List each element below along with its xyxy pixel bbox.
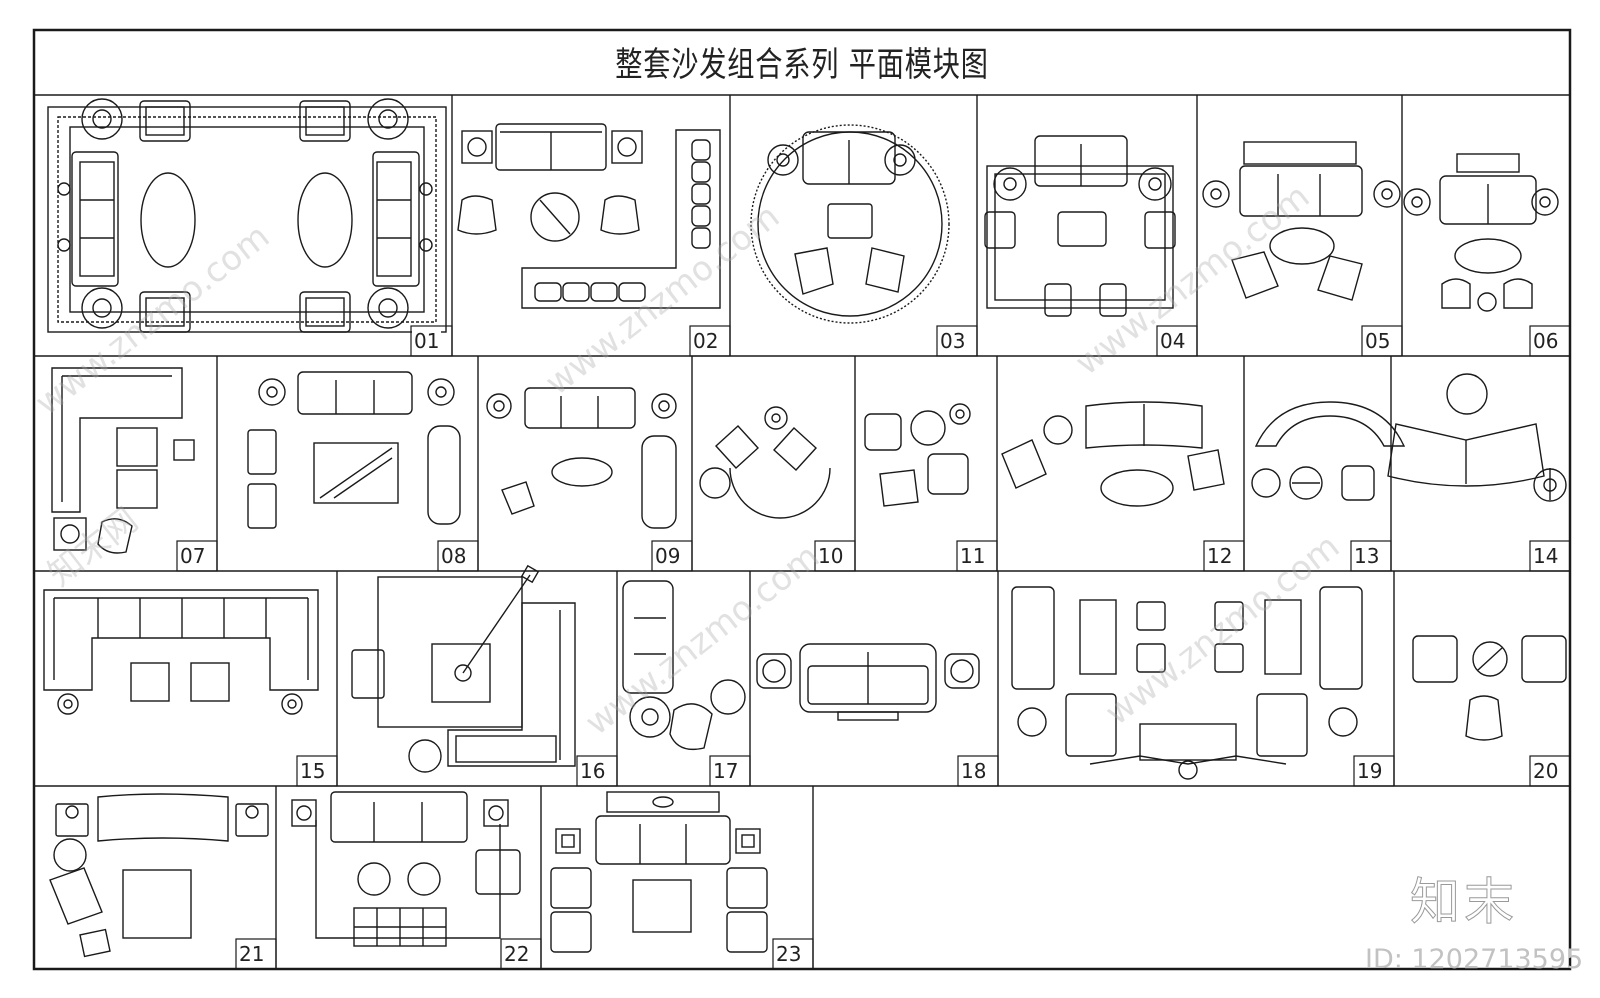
sofa-set-23 bbox=[550, 791, 768, 953]
sofa-set-06 bbox=[1403, 153, 1559, 312]
cell-number: 01 bbox=[412, 329, 442, 353]
sofa-set-22 bbox=[291, 791, 521, 947]
sofa-set-04 bbox=[984, 135, 1176, 317]
sofa-set-11 bbox=[864, 403, 971, 507]
sofa-set-09 bbox=[486, 387, 677, 529]
sofa-set-10 bbox=[699, 406, 831, 519]
cell-number: 08 bbox=[439, 544, 469, 568]
cell-number: 13 bbox=[1352, 544, 1382, 568]
sofa-set-07 bbox=[51, 367, 195, 554]
sofa-set-12 bbox=[1001, 401, 1225, 507]
sofa-set-21 bbox=[49, 793, 269, 958]
sofa-set-05 bbox=[1202, 141, 1401, 301]
cell-number: 18 bbox=[959, 759, 989, 783]
cell-number: 21 bbox=[237, 942, 267, 966]
cell-number: 11 bbox=[958, 544, 988, 568]
cell-number: 15 bbox=[298, 759, 328, 783]
watermark-brand: 知末 bbox=[1410, 873, 1518, 932]
page-title: 整套沙发组合系列 平面模块图 bbox=[615, 44, 989, 85]
sofa-set-20 bbox=[1412, 635, 1567, 741]
sofa-set-18 bbox=[756, 643, 980, 721]
sofa-set-08 bbox=[247, 371, 461, 529]
cell-number: 17 bbox=[711, 759, 741, 783]
sofa-set-17 bbox=[622, 580, 746, 751]
cell-number: 14 bbox=[1531, 544, 1561, 568]
cell-number: 16 bbox=[578, 759, 608, 783]
cell-number: 22 bbox=[502, 942, 532, 966]
cell-number: 20 bbox=[1531, 759, 1561, 783]
cell-number: 05 bbox=[1363, 329, 1393, 353]
sofa-set-13 bbox=[1251, 401, 1406, 501]
cell-number: 19 bbox=[1355, 759, 1385, 783]
cell-number: 09 bbox=[653, 544, 683, 568]
sofa-set-03 bbox=[750, 124, 950, 324]
cell-number: 02 bbox=[691, 329, 721, 353]
sofa-set-19 bbox=[1011, 586, 1363, 780]
cell-number: 23 bbox=[774, 942, 804, 966]
cell-number: 12 bbox=[1205, 544, 1235, 568]
outer-frame bbox=[32, 28, 1572, 971]
sofa-set-14 bbox=[1387, 373, 1567, 502]
sofa-set-02 bbox=[457, 123, 721, 309]
cell-number: 04 bbox=[1158, 329, 1188, 353]
sofa-set-01 bbox=[47, 98, 447, 333]
cell-number: 10 bbox=[816, 544, 846, 568]
sofa-set-16 bbox=[351, 564, 576, 773]
cell-number: 03 bbox=[938, 329, 968, 353]
sofa-set-15 bbox=[43, 589, 319, 715]
watermark-id: ID: 1202713595 bbox=[1365, 944, 1584, 975]
cell-number: 07 bbox=[178, 544, 208, 568]
cell-number: 06 bbox=[1531, 329, 1561, 353]
